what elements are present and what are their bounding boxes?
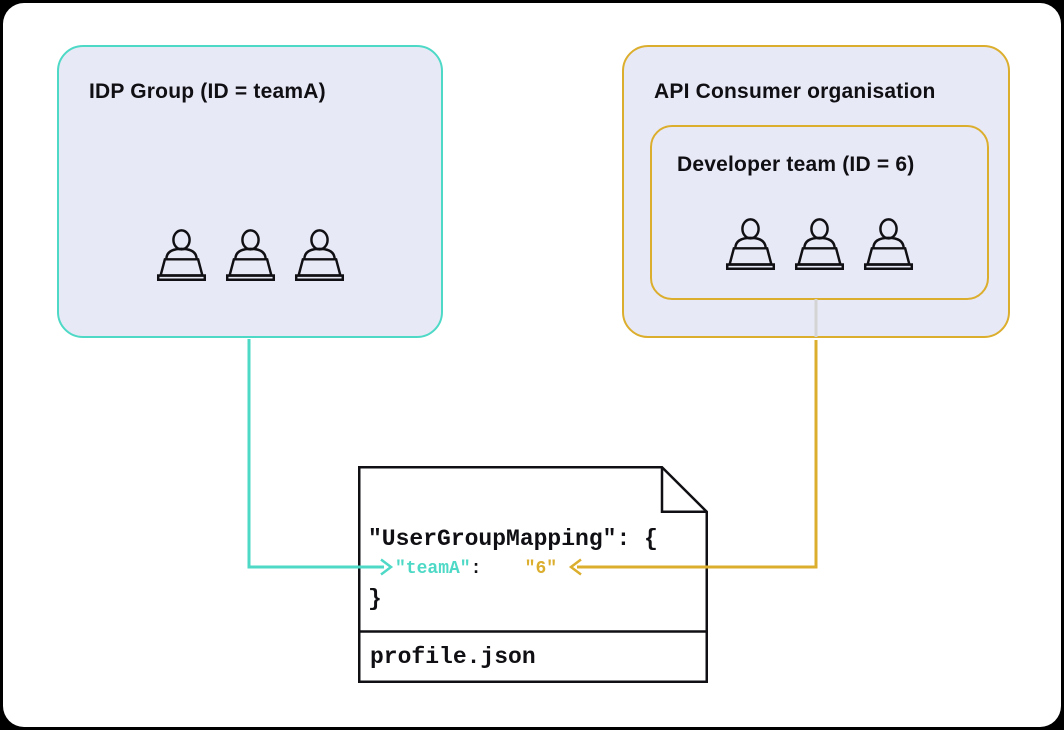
api-consumer-org-title: API Consumer organisation — [654, 80, 936, 103]
person-laptop-icon — [294, 229, 344, 281]
developer-team-title: Developer team (ID = 6) — [677, 153, 915, 176]
json-code-block: "UserGroupMapping": { "teamA": "6" } — [368, 524, 658, 614]
idp-group-members — [59, 227, 441, 285]
mapping-separator: : — [470, 559, 525, 579]
developer-team-members — [652, 216, 987, 274]
person-laptop-icon — [863, 218, 914, 270]
person-laptop-icon — [225, 229, 275, 281]
mapping-key: "teamA" — [395, 559, 471, 579]
code-line-close: } — [368, 586, 382, 612]
code-line-mapping: "teamA": "6" — [368, 554, 658, 584]
developer-team-node: Developer team (ID = 6) — [650, 125, 989, 300]
document-filename: profile.json — [370, 643, 536, 670]
idp-group-node: IDP Group (ID = teamA) — [57, 45, 443, 338]
person-laptop-icon — [794, 218, 845, 270]
mapping-value: "6" — [524, 559, 558, 579]
person-laptop-icon — [156, 229, 206, 281]
idp-group-title: IDP Group (ID = teamA) — [89, 80, 326, 103]
document-footer: profile.json — [358, 632, 708, 681]
person-laptop-icon — [725, 218, 776, 270]
api-consumer-org-node: API Consumer organisation Developer team… — [622, 45, 1010, 338]
profile-json-document: "UserGroupMapping": { "teamA": "6" } pro… — [358, 466, 708, 683]
code-line-open: "UserGroupMapping": { — [368, 526, 658, 552]
